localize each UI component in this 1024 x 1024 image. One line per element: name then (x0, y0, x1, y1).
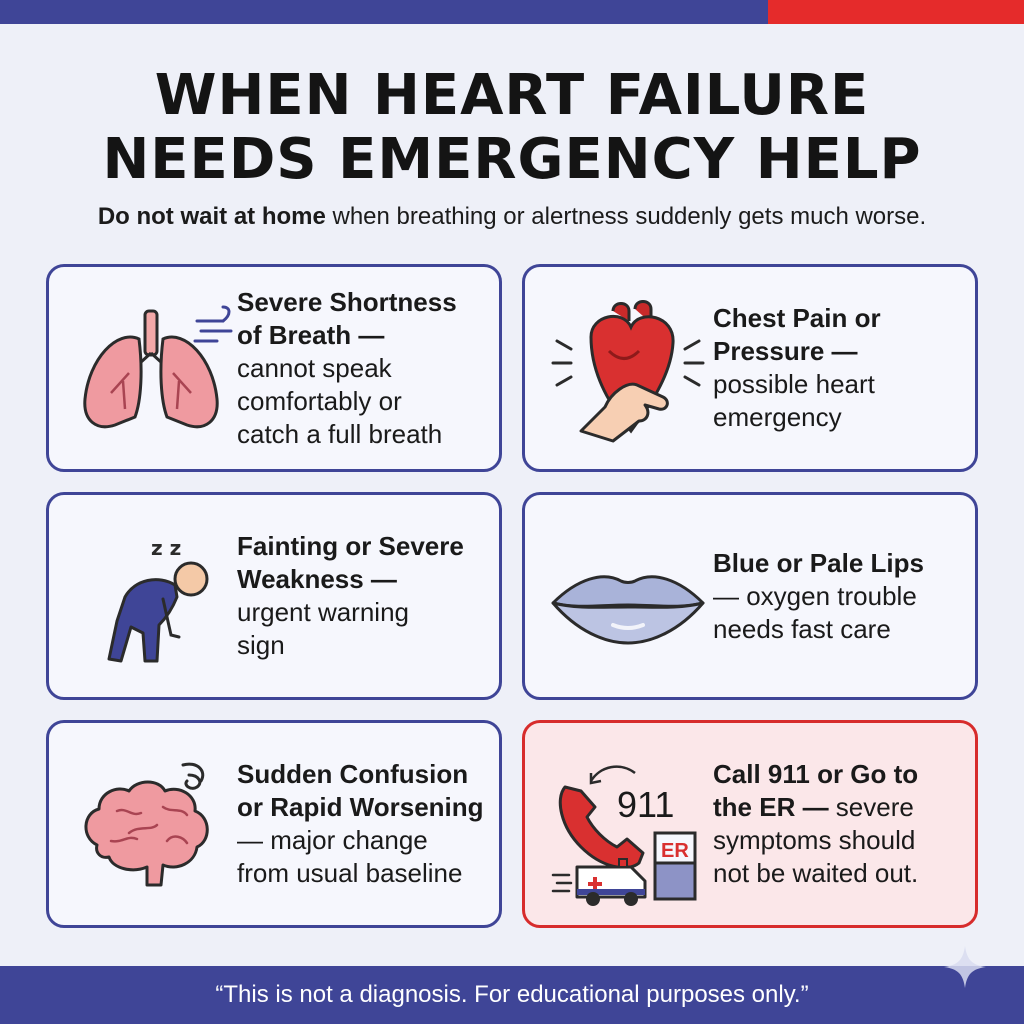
card-heading-line: Sudden Confusion (237, 759, 469, 789)
card-body-line: symptoms should (713, 825, 916, 855)
card-body-line: urgent warning (237, 597, 409, 627)
card-heading-line: Blue or Pale Lips (713, 547, 924, 578)
top-bar-blue (0, 0, 768, 24)
lips-icon (543, 509, 713, 685)
card-confusion: Sudden Confusion or Rapid Worsening — ma… (46, 720, 502, 928)
card-text: Call 911 or Go to the ER — severe sympto… (713, 723, 963, 925)
card-text: Chest Pain or Pressure — possible heart … (713, 267, 963, 469)
card-shortness-of-breath: Severe Shortness of Breath — cannot spea… (46, 264, 502, 472)
top-accent-bar (0, 0, 1024, 24)
card-heading-line: of Breath — (237, 319, 385, 350)
card-heading-line: Weakness — (237, 564, 397, 594)
card-heading-line: Call 911 or Go to (713, 759, 919, 789)
card-body-line: possible heart (713, 369, 875, 399)
page-title: WHEN HEART FAILURE NEEDS EMERGENCY HELP (0, 64, 1024, 192)
card-heading-line: Fainting or Severe (237, 531, 464, 561)
card-text: Fainting or Severe Weakness — urgent war… (237, 495, 487, 697)
sparkle-icon (942, 944, 988, 990)
card-heading-line: Severe Shortness (237, 286, 457, 317)
card-body-line: needs fast care (713, 613, 891, 644)
card-text: Severe Shortness of Breath — cannot spea… (237, 267, 487, 469)
card-heading-line: or Rapid Worsening (237, 792, 484, 822)
icon-911-text: 911 (617, 784, 674, 825)
card-body-line: cannot speak (237, 352, 392, 383)
card-body-line: emergency (713, 402, 842, 432)
sleep-z-text: z z (151, 536, 181, 560)
footer-disclaimer: “This is not a diagnosis. For educationa… (0, 966, 1024, 1024)
title-line-1: WHEN HEART FAILURE (154, 63, 870, 128)
card-text: Blue or Pale Lips — oxygen trouble needs… (713, 495, 963, 697)
subtitle-rest: when breathing or alertness suddenly get… (325, 203, 927, 230)
card-call-911: 911 ER Call 911 or Go to the ER — severe… (522, 720, 978, 928)
card-heading-bold: the ER — (713, 792, 829, 822)
card-body-line: — major change (237, 825, 428, 855)
icon-er-text: ER (661, 840, 689, 862)
subtitle: Do not wait at home when breathing or al… (0, 203, 1024, 231)
card-body-line: — oxygen trouble (713, 580, 917, 611)
card-body-line: sign (237, 630, 285, 660)
card-heading-line-mixed: the ER — severe (713, 791, 963, 824)
card-text: Sudden Confusion or Rapid Worsening — ma… (237, 723, 487, 925)
title-line-2: NEEDS EMERGENCY HELP (102, 127, 922, 192)
card-fainting: z z Fainting or Severe Weakness — urgent… (46, 492, 502, 700)
card-blue-lips: Blue or Pale Lips — oxygen trouble needs… (522, 492, 978, 700)
card-body-line: from usual baseline (237, 858, 463, 888)
subtitle-bold: Do not wait at home (97, 203, 326, 230)
card-body-line: not be waited out. (713, 858, 919, 888)
heart-with-hand-icon (543, 281, 713, 457)
card-heading-line: Chest Pain or (713, 303, 881, 333)
card-body-line: comfortably or (237, 385, 402, 416)
top-bar-red (768, 0, 1024, 24)
lungs-icon (67, 281, 237, 457)
weak-person-icon: z z (67, 509, 237, 685)
card-heading-tail: severe (828, 792, 914, 822)
phone-ambulance-icon: 911 ER (543, 737, 713, 913)
card-body-line: catch a full breath (237, 418, 443, 449)
card-chest-pain: Chest Pain or Pressure — possible heart … (522, 264, 978, 472)
brain-icon (67, 737, 237, 913)
card-heading-line: Pressure — (713, 336, 858, 366)
